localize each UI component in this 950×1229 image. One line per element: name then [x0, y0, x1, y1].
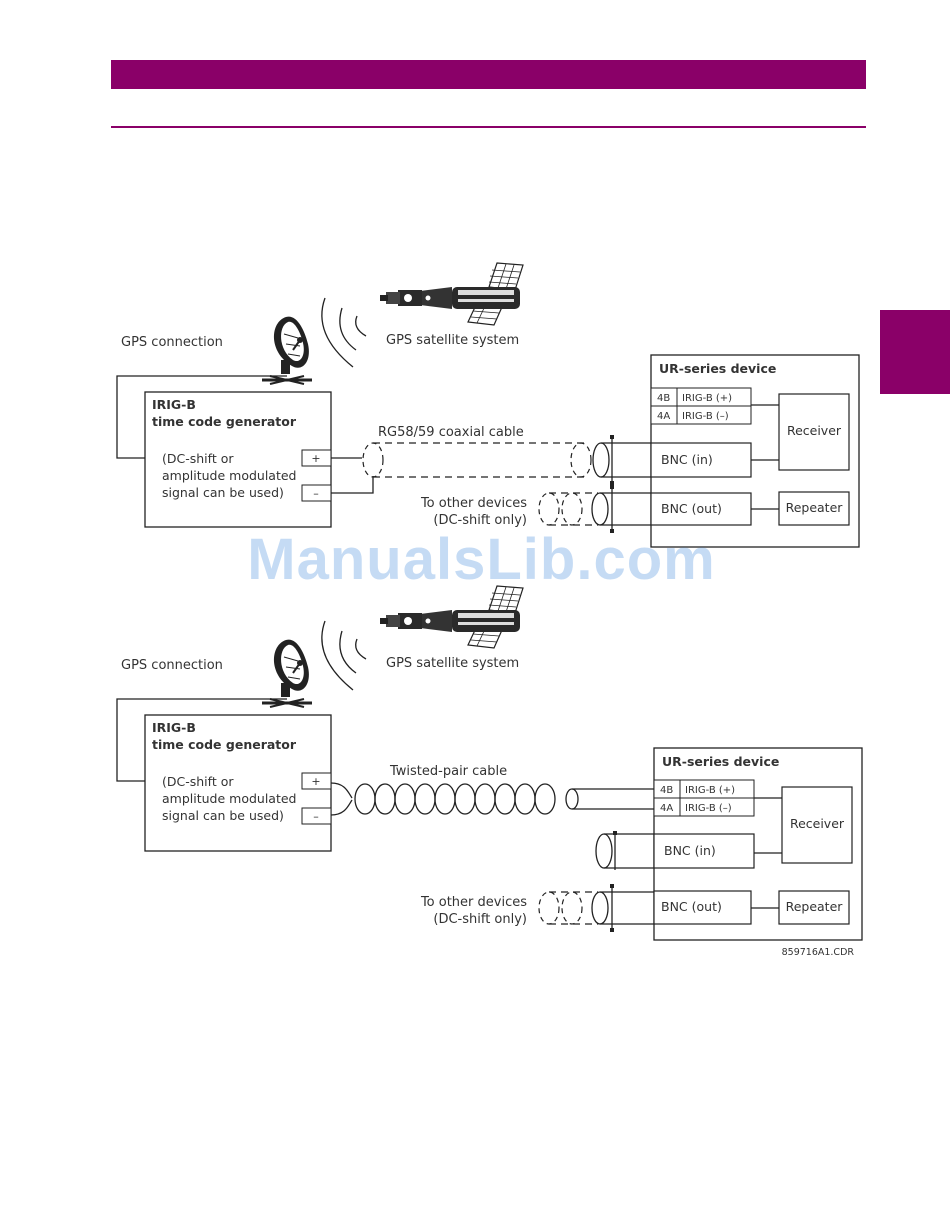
- receiver-label: Receiver: [787, 423, 842, 438]
- other-devices-sub: (DC-shift only): [433, 513, 527, 528]
- generator-note-3: signal can be used): [162, 485, 284, 500]
- chapter-tab: [880, 310, 950, 394]
- bnc-out-label: BNC (out): [661, 501, 722, 516]
- gps-satellite-label: GPS satellite system: [386, 656, 519, 671]
- generator-box: [144, 391, 332, 528]
- twisted-pair-cable: [354, 783, 556, 815]
- gps-satellite-label: GPS satellite system: [386, 333, 519, 348]
- terminal-4b-pin: 4B: [657, 393, 670, 404]
- repeater-label: Repeater: [786, 500, 844, 515]
- minus-terminal: [301, 807, 332, 825]
- header-rule: [111, 126, 866, 128]
- terminal-4b-signal: IRIG-B (+): [685, 785, 735, 796]
- bnc-in-box: [653, 833, 755, 869]
- terminal-4b-signal: IRIG-B (+): [682, 393, 732, 404]
- bnc-in-label: BNC (in): [661, 452, 713, 467]
- receiver-box: [778, 393, 850, 471]
- terminal-4a-signal: IRIG-B (–): [682, 411, 729, 422]
- bnc-out-connector: [591, 891, 609, 925]
- diagram-top: GPS connection GPS satellite system IRIG…: [116, 262, 860, 548]
- gps-dish-icon: [260, 638, 314, 709]
- repeater-box: [778, 890, 850, 925]
- generator-title: IRIG-B: [152, 720, 196, 735]
- terminal-4a-signal: IRIG-B (–): [685, 803, 732, 814]
- diagram-bottom: GPS connection GPS satellite system IRIG…: [116, 585, 863, 958]
- receiver-label: Receiver: [790, 816, 845, 831]
- generator-note-2: amplitude modulated: [162, 791, 296, 806]
- ur-device-title: UR-series device: [662, 754, 779, 769]
- generator-note-2: amplitude modulated: [162, 468, 296, 483]
- bnc-in-box: [650, 442, 752, 478]
- radio-waves-icon: [321, 297, 367, 368]
- radio-waves-icon: [321, 620, 367, 691]
- generator-subtitle: time code generator: [152, 414, 297, 429]
- repeater-box: [778, 491, 850, 526]
- plus-label: +: [311, 775, 320, 788]
- bnc-out-label: BNC (out): [661, 899, 722, 914]
- repeater-label: Repeater: [786, 899, 844, 914]
- satellite-icon: [379, 585, 524, 649]
- other-devices-label: To other devices: [420, 895, 527, 910]
- generator-title: IRIG-B: [152, 397, 196, 412]
- generator-note-3: signal can be used): [162, 808, 284, 823]
- generator-note-1: (DC-shift or: [162, 774, 234, 789]
- receiver-box: [781, 786, 853, 864]
- gps-connection-label: GPS connection: [121, 658, 223, 673]
- other-devices-label: To other devices: [420, 496, 527, 511]
- cable-label: Twisted-pair cable: [389, 764, 507, 779]
- terminal-4b-pin: 4B: [660, 785, 673, 796]
- bnc-in-connector: [592, 442, 610, 478]
- minus-label: –: [313, 810, 319, 823]
- bnc-out-box: [650, 492, 752, 526]
- generator-box: [144, 714, 332, 852]
- cable-label: RG58/59 coaxial cable: [378, 425, 524, 440]
- other-devices-sub: (DC-shift only): [433, 912, 527, 927]
- generator-note-1: (DC-shift or: [162, 451, 234, 466]
- header-bar: [111, 60, 866, 89]
- bnc-out-connector: [591, 492, 609, 526]
- bnc-in-connector: [595, 833, 613, 869]
- minus-label: –: [313, 487, 319, 500]
- antenna-wire: [116, 698, 287, 782]
- plus-terminal: [301, 772, 332, 790]
- generator-subtitle: time code generator: [152, 737, 297, 752]
- gps-dish-icon: [260, 315, 314, 386]
- coax-end-left: [362, 442, 384, 478]
- ur-device-title: UR-series device: [659, 361, 776, 376]
- terminal-4a-pin: 4A: [657, 411, 670, 422]
- drawing-code: 859716A1.CDR: [782, 947, 855, 958]
- bnc-in-label: BNC (in): [664, 843, 716, 858]
- gps-connection-label: GPS connection: [121, 335, 223, 350]
- antenna-wire: [116, 375, 287, 459]
- terminal-4a-pin: 4A: [660, 803, 673, 814]
- plus-label: +: [311, 452, 320, 465]
- watermark: ManualsLib.com: [247, 527, 716, 592]
- satellite-icon: [379, 262, 524, 326]
